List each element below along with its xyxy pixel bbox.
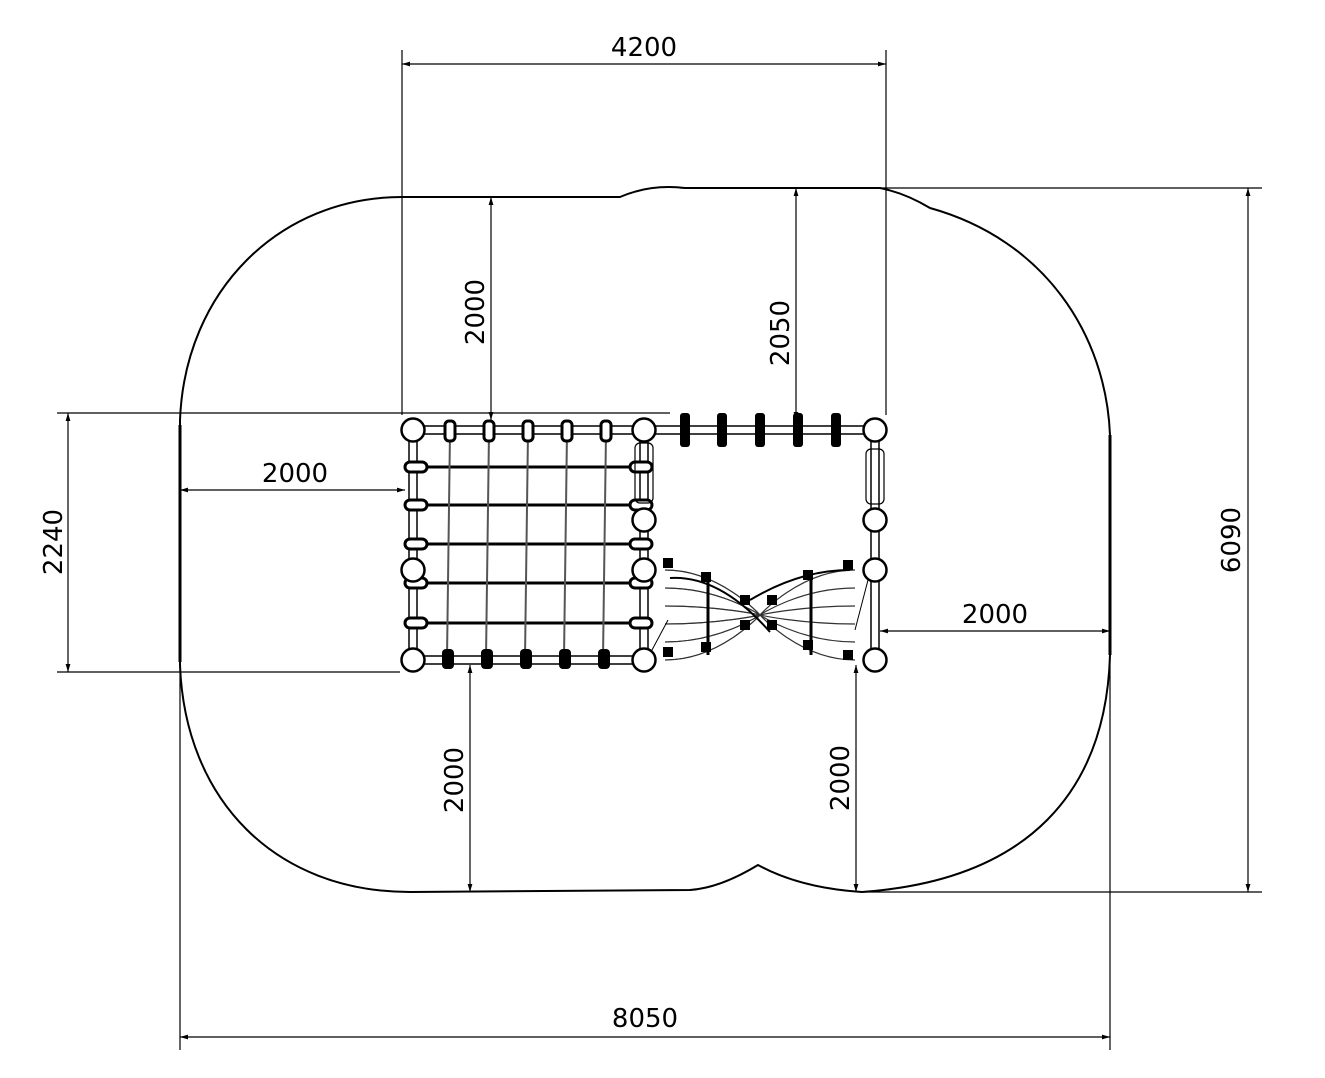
side-panel [634,442,654,504]
bridge-clamp [843,560,853,570]
bridge-rope [664,587,856,616]
dim-bottom-clearance-left: 2000 [440,747,470,813]
rope-clamp [482,419,496,443]
rope-clamp [628,616,654,630]
post [400,417,426,443]
net-rope-vertical [563,431,568,659]
bridge-rope [664,614,856,625]
bridge-edge [669,576,771,633]
rail-connector [831,413,841,447]
brace [854,579,869,631]
post [400,647,426,673]
post [631,647,657,673]
dim-left-clearance: 2000 [262,459,328,489]
bridge-rope [664,605,856,616]
rope-clamp [520,649,532,669]
rope-clamp [628,537,654,551]
dim-top-width: 4200 [611,33,677,63]
rail-connector [680,413,690,447]
rope-clamp [560,419,574,443]
rope-clamp [442,649,454,669]
bridge-clamp [740,620,750,630]
bridge-rope [664,569,761,616]
dim-overall-height: 6090 [1217,507,1247,573]
post [631,417,657,443]
rope-clamp [521,419,535,443]
bridge-clamp [767,620,777,630]
rope-clamp [403,537,429,551]
rail-connector [717,413,727,447]
rope-clamp [599,419,613,443]
net-rope-vertical [602,431,607,659]
play-structure [400,413,888,673]
rope-clamp [403,460,429,474]
net-rope-vertical [524,431,529,659]
dim-top-clearance-left: 2000 [461,279,491,345]
dim-bottom-clearance-right: 2000 [826,745,856,811]
bridge-clamp [767,595,777,605]
net-rope-vertical [485,431,490,659]
bridge-rope [664,569,856,616]
dim-overall-width: 8050 [612,1004,678,1034]
bridge-rope [664,614,856,643]
dimension-lines [65,61,1251,1040]
dim-top-clearance-right: 2050 [766,300,796,366]
brace [651,619,669,651]
rail-connector [793,413,803,447]
post [862,417,888,443]
rope-clamp [403,616,429,630]
dim-right-clearance: 2000 [962,600,1028,630]
bridge-clamp [740,595,750,605]
bridge-clamp [663,647,673,657]
bridge-clamp [663,558,673,568]
rope-clamp [598,649,610,669]
post [631,557,657,583]
extension-lines [57,50,1262,1050]
bridge-clamp [701,642,711,652]
rail-connector [755,413,765,447]
bridge-edge [749,569,851,601]
side-panel [865,448,885,505]
bridge-clamp [803,640,813,650]
post [631,507,657,533]
rope-clamp [559,649,571,669]
rope-clamp [443,419,457,443]
post [862,507,888,533]
rope-clamp [628,460,654,474]
bridge-clamp [843,650,853,660]
rope-clamp [481,649,493,669]
dim-structure-depth: 2240 [39,509,69,575]
post [862,557,888,583]
net-rope-vertical [446,431,451,659]
post [400,557,426,583]
post [862,647,888,673]
rope-clamp [403,498,429,512]
bridge-clamp [701,572,711,582]
bridge-clamp [803,570,813,580]
